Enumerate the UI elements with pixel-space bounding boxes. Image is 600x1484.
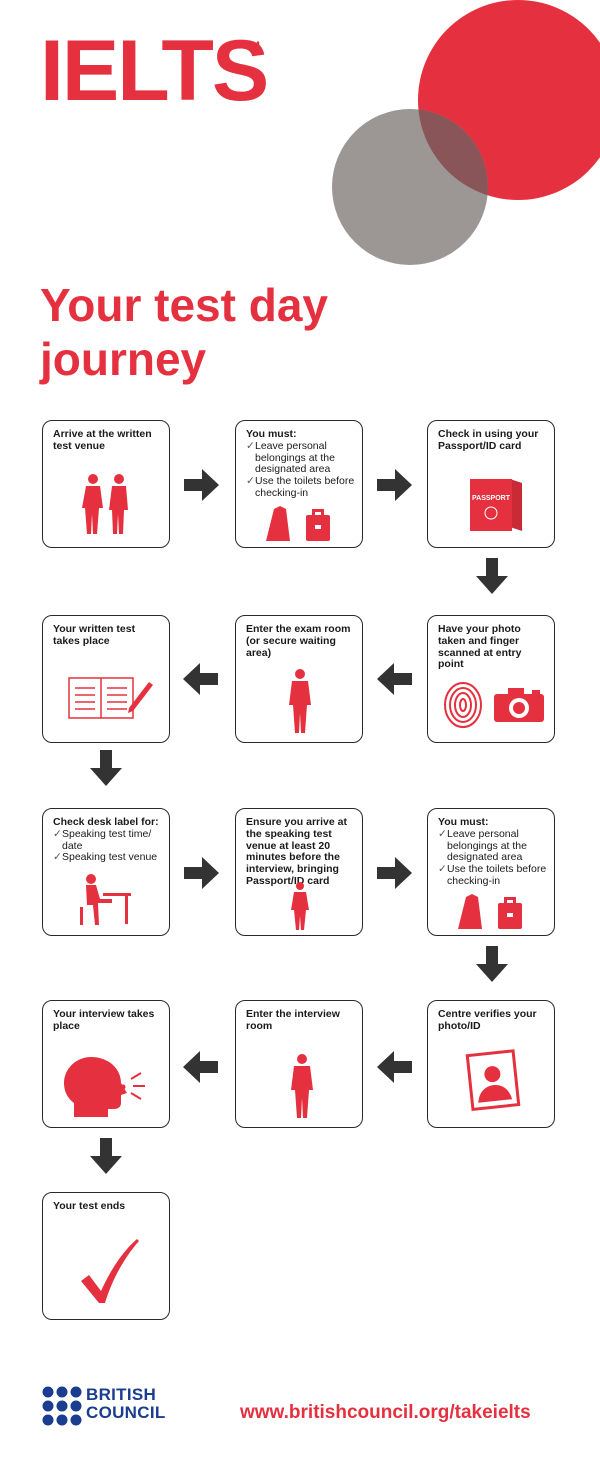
- step-heading: You must:: [246, 428, 297, 440]
- step-arrive-speaking: Ensure you arrive at the speaking test v…: [235, 808, 363, 936]
- step-verify-id: Centre verifies your photo/ID: [427, 1000, 555, 1128]
- check-item: ✓Speaking test venue: [53, 851, 158, 864]
- arrow-down-icon: [476, 946, 508, 982]
- arrow-right-icon: [377, 857, 412, 889]
- arrow-left-icon: [377, 1051, 412, 1083]
- checkmark-icon: [81, 1239, 139, 1303]
- passport-label: PASSPORT: [472, 495, 511, 502]
- step-heading: Arrive at the written test venue: [53, 428, 152, 452]
- notebook-pen-icon: [68, 677, 153, 719]
- arrow-left-icon: [183, 663, 218, 695]
- british-council-logo-icon: [42, 1386, 82, 1426]
- step-interview: Your interview takes place: [42, 1000, 170, 1128]
- step-heading: Check in using your Passport/ID card: [438, 428, 539, 452]
- coat-and-bag-icon: [458, 894, 522, 929]
- arrow-down-icon: [90, 750, 122, 786]
- step-desk-label: Check desk label for: ✓Speaking test tim…: [42, 808, 170, 936]
- person-walking-icon: [291, 1054, 313, 1118]
- decorative-circles: [332, 0, 600, 265]
- step-written-test: Your written test takes place: [42, 615, 170, 743]
- id-photo-icon: [465, 1049, 521, 1112]
- person-walking-icon: [289, 669, 311, 733]
- person-walking-icon: [291, 882, 309, 930]
- passport-icon: PASSPORT: [470, 479, 522, 531]
- coat-and-bag-icon: [266, 506, 330, 541]
- step-belongings-speaking: You must: ✓Leave personal belongings at …: [427, 808, 555, 936]
- speaking-head-icon: [64, 1057, 145, 1117]
- step-heading: Enter the exam room (or secure waiting a…: [246, 623, 351, 659]
- overlap-circle: [418, 109, 488, 200]
- check-item: ✓Leave personal belongings at the design…: [438, 827, 527, 864]
- people-walking-icon: [82, 474, 128, 534]
- step-photo-finger: Have your photo taken and finger scanned…: [427, 615, 555, 743]
- arrow-right-icon: [184, 857, 219, 889]
- step-arrive-venue: Arrive at the written test venue: [42, 420, 170, 548]
- check-item: ✓Use the toilets before checking-in: [246, 475, 355, 499]
- check-item: ✓Speaking test time/ date: [53, 827, 152, 852]
- trademark-mark: TM: [244, 40, 260, 52]
- person-at-desk-icon: [80, 874, 131, 925]
- arrow-down-icon: [90, 1138, 122, 1174]
- arrow-left-icon: [183, 1051, 218, 1083]
- arrow-right-icon: [377, 469, 412, 501]
- arrow-down-icon: [476, 558, 508, 594]
- arrow-left-icon: [377, 663, 412, 695]
- step-heading: Centre verifies your photo/ID: [438, 1008, 537, 1032]
- step-heading: Your interview takes place: [53, 1008, 155, 1032]
- step-heading: Ensure you arrive at the speaking test v…: [246, 816, 347, 887]
- check-item: ✓Use the toilets before checking-in: [438, 863, 547, 887]
- page-title: Your test day journey: [40, 279, 328, 386]
- arrow-right-icon: [184, 469, 219, 501]
- step-heading: Your test ends: [53, 1200, 126, 1212]
- website-link[interactable]: www.britishcouncil.org/takeielts: [240, 1402, 531, 1423]
- step-heading: You must:: [438, 816, 489, 828]
- step-test-ends: Your test ends: [42, 1192, 170, 1320]
- step-enter-exam-room: Enter the exam room (or secure waiting a…: [235, 615, 363, 743]
- british-council-name: BRITISH COUNCIL: [86, 1385, 166, 1422]
- step-check-in: Check in using your Passport/ID card PAS…: [427, 420, 555, 548]
- fingerprint-icon: [444, 682, 482, 728]
- camera-icon: [494, 688, 544, 722]
- step-enter-interview-room: Enter the interview room: [235, 1000, 363, 1128]
- ielts-logo: IELTS: [40, 23, 269, 119]
- step-heading: Enter the interview room: [246, 1008, 340, 1032]
- step-heading: Check desk label for:: [53, 816, 159, 828]
- step-belongings: You must: ✓Leave personal belongings at …: [235, 420, 363, 548]
- step-heading: Your written test takes place: [53, 623, 136, 647]
- step-heading: Have your photo taken and finger scanned…: [438, 623, 522, 671]
- check-item: ✓Leave personal belongings at the design…: [246, 439, 335, 476]
